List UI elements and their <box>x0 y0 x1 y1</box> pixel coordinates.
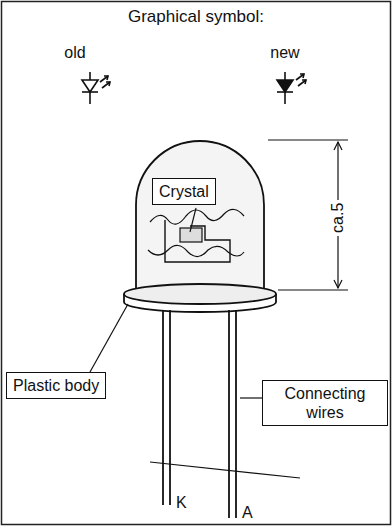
part-name: Crystal <box>159 182 209 201</box>
pin-label: K <box>176 494 187 512</box>
part-label-box: Connecting wires <box>262 380 388 426</box>
symbol-label: new <box>270 44 299 62</box>
part-name: Connecting wires <box>269 384 381 422</box>
part-name: Plastic body <box>13 376 99 395</box>
symbol-label: old <box>64 44 85 62</box>
part-label-box: Plastic body <box>6 372 106 399</box>
part-label-box: Crystal <box>152 178 216 205</box>
heading-label: Graphical symbol: <box>128 8 264 27</box>
pin-label: A <box>242 504 253 522</box>
dimension-label: ca.5 <box>329 201 347 235</box>
